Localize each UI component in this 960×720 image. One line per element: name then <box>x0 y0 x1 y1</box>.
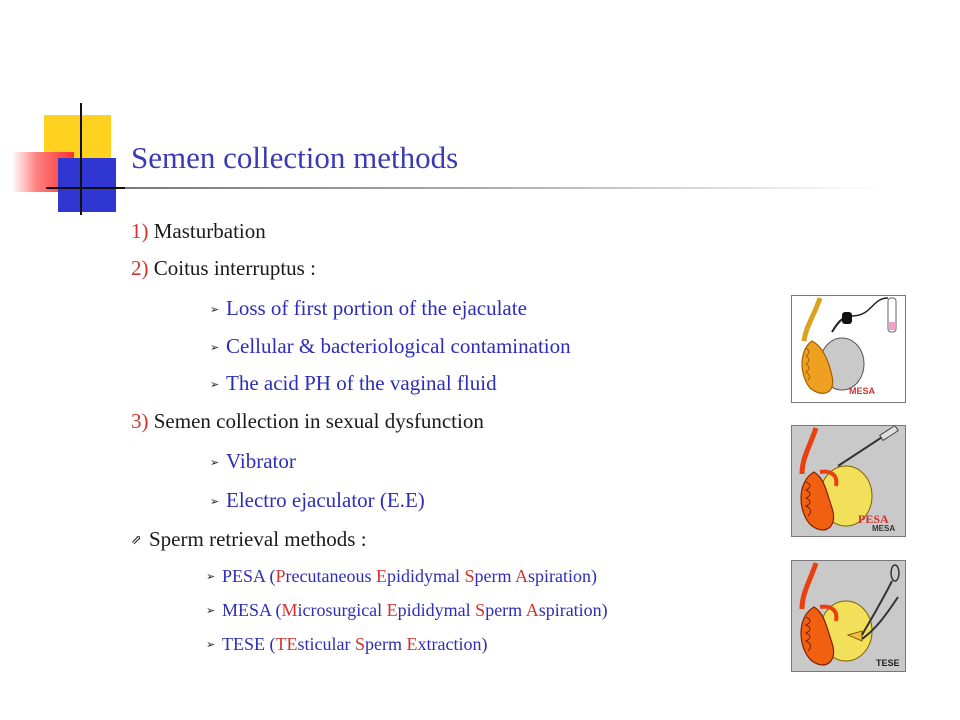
tese-drawing <box>799 562 900 666</box>
mesa-drawing <box>801 297 897 394</box>
item-text: Masturbation <box>153 219 266 243</box>
mesa-label: MESA <box>849 386 876 396</box>
sub-item: ➢Cellular & bacteriological contaminatio… <box>210 334 571 358</box>
retrieval-item-pesa: ➢PESA (Precutaneous Epididymal Sperm Asp… <box>206 566 598 586</box>
item-number: 3) <box>131 409 149 433</box>
item-number: 2) <box>131 256 149 280</box>
list-item-retrieval: ⇗ Sperm retrieval methods : <box>131 527 367 552</box>
hollow-arrow-bullet-icon: ⇗ <box>131 532 142 547</box>
title-underline <box>125 187 885 189</box>
arrow-bullet-icon: ➢ <box>206 639 216 651</box>
sub-item: ➢Electro ejaculator (E.E) <box>210 488 425 512</box>
deco-vertical-line <box>80 103 82 215</box>
pesa-illustration: MESA PESA <box>791 425 906 537</box>
mesa-illustration: MESA <box>791 295 906 403</box>
arrow-bullet-icon: ➢ <box>206 571 216 583</box>
arrow-bullet-icon: ➢ <box>210 457 220 469</box>
item-number: 1) <box>131 219 149 243</box>
pesa-overlay-label: MESA <box>872 524 896 533</box>
sub-item: ➢The acid PH of the vaginal fluid <box>210 371 497 395</box>
retrieval-item-mesa: ➢MESA (Microsurgical Epididymal Sperm As… <box>206 600 608 620</box>
arrow-bullet-icon: ➢ <box>210 379 220 391</box>
retrieval-item-tese: ➢TESE (TEsticular Sperm Extraction) <box>206 634 488 654</box>
tese-label: TESE <box>876 658 900 668</box>
deco-blue-square <box>58 158 116 212</box>
item-text: Coitus interruptus : <box>153 256 316 280</box>
arrow-bullet-icon: ➢ <box>210 342 220 354</box>
list-item-coitus: 2) Coitus interruptus : <box>131 256 316 281</box>
sub-item: ➢Vibrator <box>210 449 296 473</box>
list-item-masturbation: 1) Masturbation <box>131 219 266 244</box>
tese-illustration: TESE <box>791 560 906 672</box>
list-item-dysfunction: 3) Semen collection in sexual dysfunctio… <box>131 409 484 434</box>
arrow-bullet-icon: ➢ <box>210 304 220 316</box>
deco-horizontal-line <box>46 187 126 189</box>
pesa-label: PESA <box>858 512 889 526</box>
slide-title: Semen collection methods <box>131 140 459 175</box>
item-text: Sperm retrieval methods : <box>149 527 367 551</box>
sub-item: ➢Loss of first portion of the ejaculate <box>210 296 527 320</box>
arrow-bullet-icon: ➢ <box>210 496 220 508</box>
pesa-drawing <box>799 426 899 531</box>
item-text: Semen collection in sexual dysfunction <box>153 409 484 433</box>
arrow-bullet-icon: ➢ <box>206 605 216 617</box>
